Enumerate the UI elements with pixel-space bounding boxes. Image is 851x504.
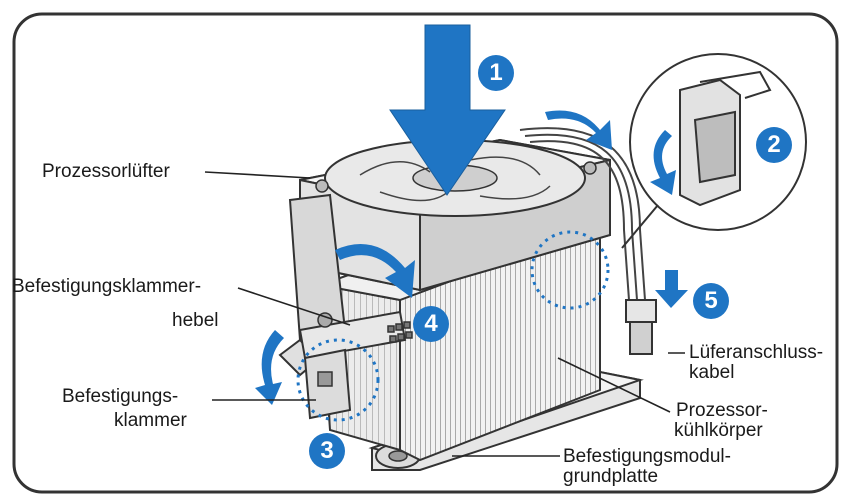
label-fan-cable-line2: kabel <box>689 362 735 383</box>
step-badge-1: 1 <box>478 55 514 91</box>
label-retention-clip-line1: Befestigungs- <box>62 386 179 407</box>
step-badge-3: 3 <box>309 433 345 469</box>
label-base-plate-line1: Befestigungsmodul- <box>563 446 731 467</box>
clip-detail-inset <box>621 53 807 249</box>
label-clip-lever-line2: hebel <box>172 310 219 331</box>
rotate-arrow-icon <box>255 330 284 405</box>
rotate-arrow-icon <box>545 110 612 150</box>
label-retention-clip-line2: klammer <box>114 410 187 431</box>
label-fan-cable-line1: Lüferanschluss- <box>689 342 824 363</box>
step-badge-2: 2 <box>756 127 792 163</box>
dotted-circle-icon <box>296 230 610 422</box>
label-heatsink-line1: Prozessor- <box>676 400 768 421</box>
label-processor-fan: Prozessorlüfter <box>42 161 170 182</box>
step-badge-4: 4 <box>413 306 449 342</box>
step-badge-5: 5 <box>693 283 729 319</box>
rotate-arrow-icon <box>335 244 415 298</box>
leader-lines <box>204 171 685 457</box>
down-arrow-icon <box>655 270 688 308</box>
label-heatsink-line2: kühlkörper <box>674 420 763 441</box>
label-base-plate-line2: grundplatte <box>563 466 659 487</box>
fan-cable <box>519 127 657 355</box>
rotate-arrow-icon <box>650 130 676 195</box>
down-arrow-icon <box>389 24 506 196</box>
retention-clip-and-lever <box>288 193 413 420</box>
label-clip-lever-line1: Befestigungsklammer- <box>12 276 202 297</box>
